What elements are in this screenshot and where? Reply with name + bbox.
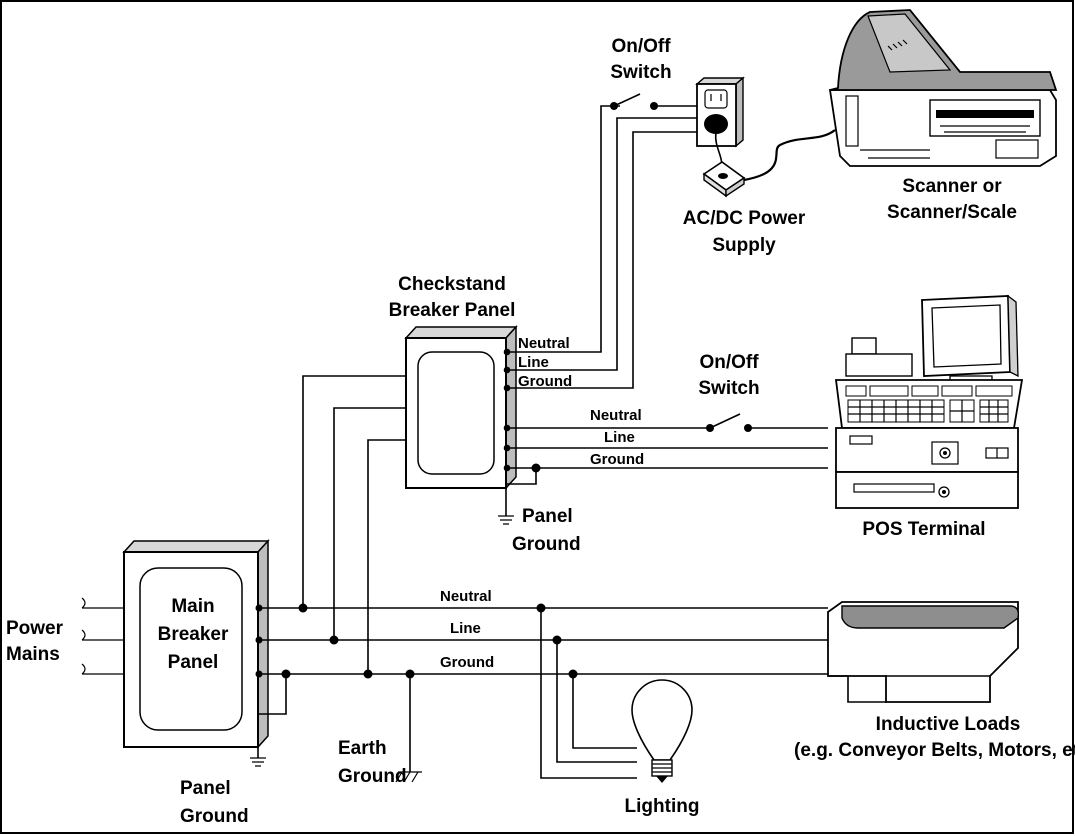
power-supply-label-2: Supply	[712, 235, 776, 256]
switch-top-label-1: On/Off	[611, 36, 671, 57]
switch-top-label-2: Switch	[610, 62, 671, 83]
lighting-label: Lighting	[625, 796, 700, 817]
scanner-label-1: Scanner or	[902, 176, 1002, 197]
scanner-scale: Scanner or Scanner/Scale	[828, 9, 1058, 223]
checkstand-feed-wires	[302, 375, 406, 674]
checkstand-panel-ground: Panel Ground	[498, 463, 581, 555]
switch-pos-label-1: On/Off	[699, 352, 759, 373]
scanner-ground-label: Ground	[518, 373, 572, 390]
main-neutral-label: Neutral	[440, 588, 492, 605]
scanner-branch-wires: Neutral Line Ground On/Off Switch	[507, 36, 697, 390]
checkstand-panel-label-2: Breaker Panel	[389, 300, 516, 321]
scanner-line-label: Line	[518, 354, 549, 371]
conveyor-belt: Inductive Loads (e.g. Conveyor Belts, Mo…	[794, 601, 1075, 761]
scanner-neutral-label: Neutral	[518, 335, 570, 352]
main-panel-label-1: Main	[171, 596, 214, 617]
main-panel-label-3: Panel	[168, 652, 219, 673]
main-wires: Neutral Line Ground	[259, 588, 828, 679]
main-line-label: Line	[450, 620, 481, 637]
pos-ground-label: Ground	[590, 451, 644, 468]
checkstand-breaker-panel: Checkstand Breaker Panel	[389, 274, 518, 490]
pos-neutral-label: Neutral	[590, 407, 642, 424]
power-mains: Power Mains	[6, 597, 124, 675]
main-panel-label-2: Breaker	[158, 624, 229, 645]
earth-ground-label-2: Ground	[338, 766, 407, 787]
power-supply-label-1: AC/DC Power	[683, 208, 806, 229]
wall-outlet	[695, 76, 745, 148]
scanner-label-2: Scanner/Scale	[887, 202, 1017, 223]
panel-ground-checkstand-label-1: Panel	[522, 506, 573, 527]
pos-terminal: POS Terminal	[834, 294, 1024, 540]
main-ground-label: Ground	[440, 654, 494, 671]
inductive-loads-label-2: (e.g. Conveyor Belts, Motors, etc)	[794, 740, 1075, 761]
inductive-loads-label-1: Inductive Loads	[876, 714, 1021, 735]
panel-ground-main-label-2: Ground	[180, 806, 249, 827]
earth-ground: Earth Ground	[338, 674, 422, 787]
switch-pos-label-2: Switch	[698, 378, 759, 399]
pos-line-label: Line	[604, 429, 635, 446]
main-breaker-panel: Main Breaker Panel	[122, 539, 270, 749]
pos-branch-wires: Neutral Line Ground On/Off Switch	[507, 352, 828, 469]
panel-ground-main-label-1: Panel	[180, 778, 231, 799]
checkstand-panel-label-1: Checkstand	[398, 274, 506, 295]
panel-ground-checkstand-label-2: Ground	[512, 534, 581, 555]
main-panel-ground: Panel Ground	[180, 674, 287, 827]
lighting: Lighting	[540, 608, 700, 817]
power-mains-label-2: Mains	[6, 644, 60, 665]
power-mains-label-1: Power	[6, 618, 64, 639]
earth-ground-label-1: Earth	[338, 738, 387, 759]
light-bulb-icon	[631, 679, 693, 761]
ac-dc-power-supply: AC/DC Power Supply	[683, 129, 836, 256]
pos-terminal-label: POS Terminal	[862, 519, 985, 540]
